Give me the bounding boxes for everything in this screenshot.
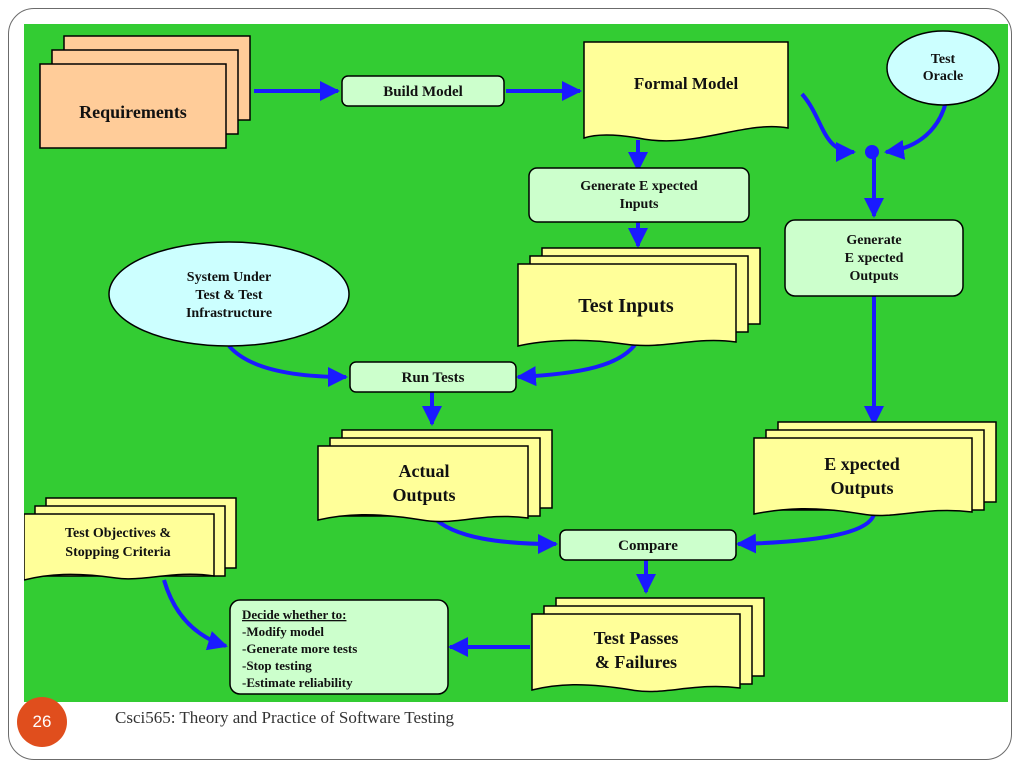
decide-item: -Estimate reliability bbox=[242, 675, 353, 690]
actual-outputs-label-1: Actual bbox=[399, 461, 450, 481]
arrow-oracle-to-junction bbox=[884, 101, 948, 160]
run-tests-label: Run Tests bbox=[402, 370, 465, 386]
footer-course-title: Csci565: Theory and Practice of Software… bbox=[115, 708, 455, 727]
requirements-node: Requirements bbox=[39, 35, 251, 149]
build-model-label: Build Model bbox=[383, 84, 463, 100]
flow-diagram: Requirements Build Model Formal Model Te… bbox=[24, 24, 1008, 702]
generate-expected-inputs-label-1: Generate E xpected bbox=[580, 179, 698, 194]
system-under-test-node: System Under Test & Test Infrastructure bbox=[108, 241, 350, 347]
slide-number-badge: 26 bbox=[17, 697, 67, 747]
arrow-objectives-to-decide bbox=[162, 579, 228, 651]
decide-item: -Generate more tests bbox=[242, 641, 357, 656]
decide-item: -Stop testing bbox=[242, 658, 312, 673]
decide-item: -Modify model bbox=[242, 624, 324, 639]
system-under-test-label-2: Test & Test bbox=[195, 288, 263, 303]
actual-outputs-label-2: Outputs bbox=[392, 485, 455, 505]
arrow-formal-model-to-junction bbox=[800, 92, 856, 162]
expected-outputs-label-2: Outputs bbox=[830, 478, 893, 498]
junction-dot bbox=[865, 145, 879, 159]
generate-expected-outputs-label-3: Outputs bbox=[849, 269, 899, 284]
compare-label: Compare bbox=[618, 538, 678, 554]
test-oracle-node: Test Oracle bbox=[886, 30, 1000, 106]
expected-outputs-node: E xpected Outputs bbox=[753, 421, 997, 517]
formal-model-node: Formal Model bbox=[583, 41, 789, 142]
decide-heading: Decide whether to: bbox=[242, 607, 346, 622]
run-tests-node: Run Tests bbox=[349, 361, 517, 393]
slide-frame bbox=[8, 8, 1012, 760]
test-objectives-node: Test Objectives & Stopping Criteria bbox=[24, 497, 237, 581]
compare-node: Compare bbox=[559, 529, 737, 561]
generate-expected-outputs-label-2: E xpected bbox=[845, 251, 904, 266]
generate-expected-outputs-node: Generate E xpected Outputs bbox=[784, 219, 964, 297]
test-objectives-label-2: Stopping Criteria bbox=[65, 545, 170, 560]
test-oracle-label-1: Test bbox=[931, 52, 956, 67]
arrow-actual-outputs-to-compare bbox=[430, 514, 558, 554]
diagram-canvas: Requirements Build Model Formal Model Te… bbox=[24, 30, 1000, 695]
test-passes-node: Test Passes & Failures bbox=[531, 597, 765, 693]
generate-expected-inputs-label-2: Inputs bbox=[620, 197, 659, 212]
test-passes-label-2: & Failures bbox=[595, 652, 677, 672]
expected-outputs-label-1: E xpected bbox=[824, 454, 900, 474]
generate-expected-outputs-label-1: Generate bbox=[846, 233, 901, 248]
generate-expected-inputs-node: Generate E xpected Inputs bbox=[528, 167, 750, 223]
build-model-node: Build Model bbox=[341, 75, 505, 107]
flow-arrows bbox=[162, 81, 948, 657]
test-passes-label-1: Test Passes bbox=[594, 628, 679, 648]
actual-outputs-node: Actual Outputs bbox=[317, 429, 553, 523]
formal-model-label: Formal Model bbox=[634, 74, 739, 93]
requirements-label: Requirements bbox=[79, 102, 187, 122]
test-oracle-label-2: Oracle bbox=[923, 69, 963, 84]
system-under-test-label-3: Infrastructure bbox=[186, 306, 272, 321]
test-objectives-label-1: Test Objectives & bbox=[65, 526, 171, 541]
arrow-expected-outputs-to-compare bbox=[736, 513, 876, 554]
system-under-test-label-1: System Under bbox=[187, 270, 271, 285]
test-inputs-node: Test Inputs bbox=[517, 247, 761, 347]
arrow-sut-to-run-tests bbox=[227, 344, 348, 387]
test-inputs-label: Test Inputs bbox=[578, 295, 674, 317]
decide-node: Decide whether to: -Modify model -Genera… bbox=[229, 599, 449, 695]
arrow-test-inputs-to-run-tests bbox=[516, 338, 640, 387]
